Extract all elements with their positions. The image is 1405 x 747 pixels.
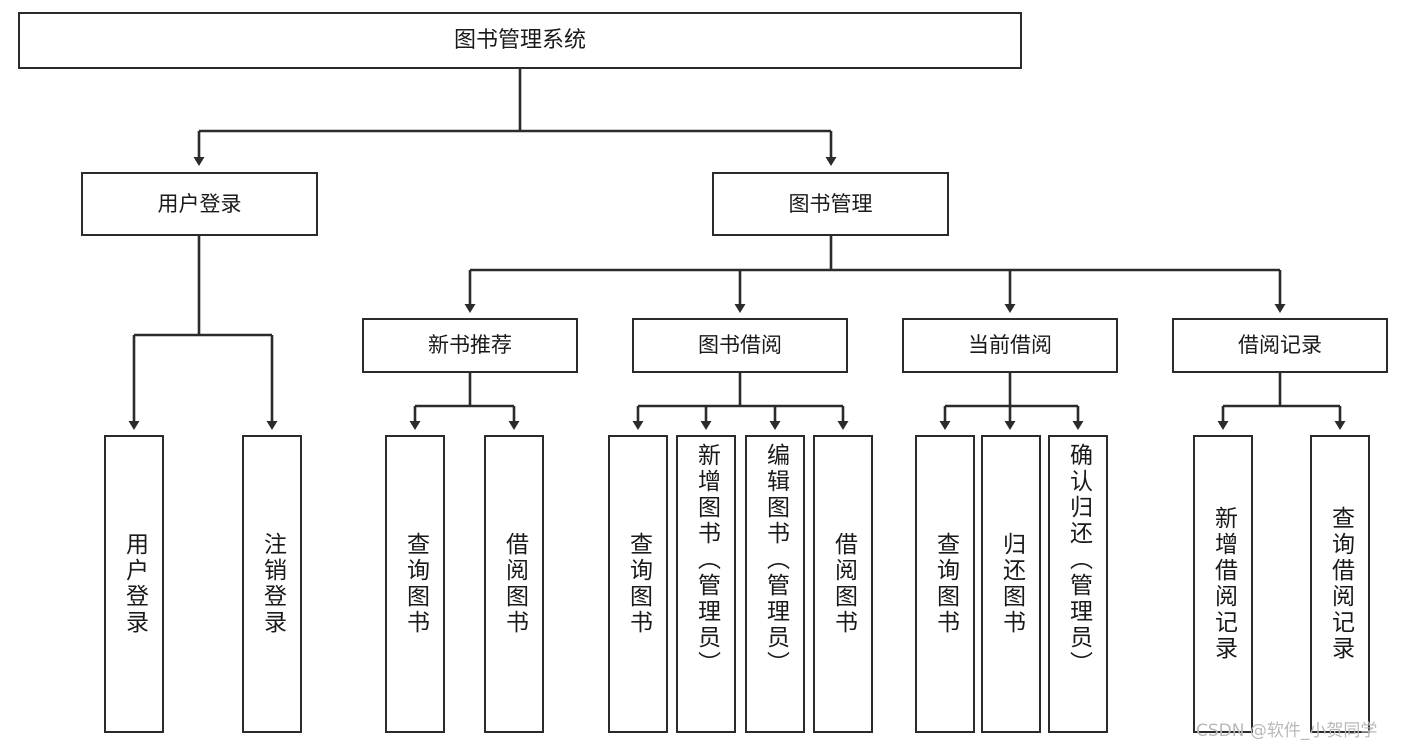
node-label: 用户登录 [121, 532, 148, 636]
node-label: 当前借阅 [968, 333, 1052, 358]
leaf-edit-book[interactable]: 编辑图书（管理员） [745, 435, 805, 733]
node-label: 用户登录 [157, 191, 242, 216]
leaf-add-book[interactable]: 新增图书（管理员） [676, 435, 736, 733]
leaf-borrow-book-recommend[interactable]: 借阅图书 [484, 435, 544, 733]
leaf-user-logout[interactable]: 注销登录 [242, 435, 302, 733]
node-label: 新增图书（管理员） [693, 443, 720, 677]
leaf-return-book[interactable]: 归还图书 [981, 435, 1041, 733]
node-label: 借阅记录 [1238, 333, 1322, 358]
leaf-query-book-current[interactable]: 查询图书 [915, 435, 975, 733]
node-label: 图书管理 [788, 191, 873, 216]
node-label: 查询图书 [402, 532, 429, 636]
node-current-borrow[interactable]: 当前借阅 [902, 318, 1118, 373]
leaf-borrow-book-borrow[interactable]: 借阅图书 [813, 435, 873, 733]
csdn-watermark: CSDN @软件_小贺同学 [1196, 721, 1378, 741]
leaf-confirm-return[interactable]: 确认归还（管理员） [1048, 435, 1108, 733]
node-user-login[interactable]: 用户登录 [81, 172, 318, 236]
node-label: 新书推荐 [428, 333, 512, 358]
node-new-book-recommend[interactable]: 新书推荐 [362, 318, 578, 373]
node-book-borrow[interactable]: 图书借阅 [632, 318, 848, 373]
node-label: 查询图书 [932, 532, 959, 636]
node-label: 新增借阅记录 [1210, 506, 1237, 662]
node-label: 注销登录 [259, 532, 286, 636]
node-label: 查询图书 [625, 532, 652, 636]
node-label: 借阅图书 [830, 532, 857, 636]
node-borrow-record[interactable]: 借阅记录 [1172, 318, 1388, 373]
node-label: 图书借阅 [698, 333, 782, 358]
leaf-query-book-recommend[interactable]: 查询图书 [385, 435, 445, 733]
node-label: 确认归还（管理员） [1065, 443, 1092, 677]
node-label: 图书管理系统 [453, 27, 586, 53]
node-label: 归还图书 [998, 532, 1025, 636]
node-label: 查询借阅记录 [1327, 506, 1354, 662]
node-book-manage[interactable]: 图书管理 [712, 172, 949, 236]
node-label: 借阅图书 [501, 532, 528, 636]
leaf-query-borrow-record[interactable]: 查询借阅记录 [1310, 435, 1370, 733]
node-label: 编辑图书（管理员） [762, 443, 789, 677]
leaf-add-borrow-record[interactable]: 新增借阅记录 [1193, 435, 1253, 733]
node-root-book-management-system[interactable]: 图书管理系统 [18, 12, 1022, 69]
leaf-query-book-borrow[interactable]: 查询图书 [608, 435, 668, 733]
leaf-user-login[interactable]: 用户登录 [104, 435, 164, 733]
